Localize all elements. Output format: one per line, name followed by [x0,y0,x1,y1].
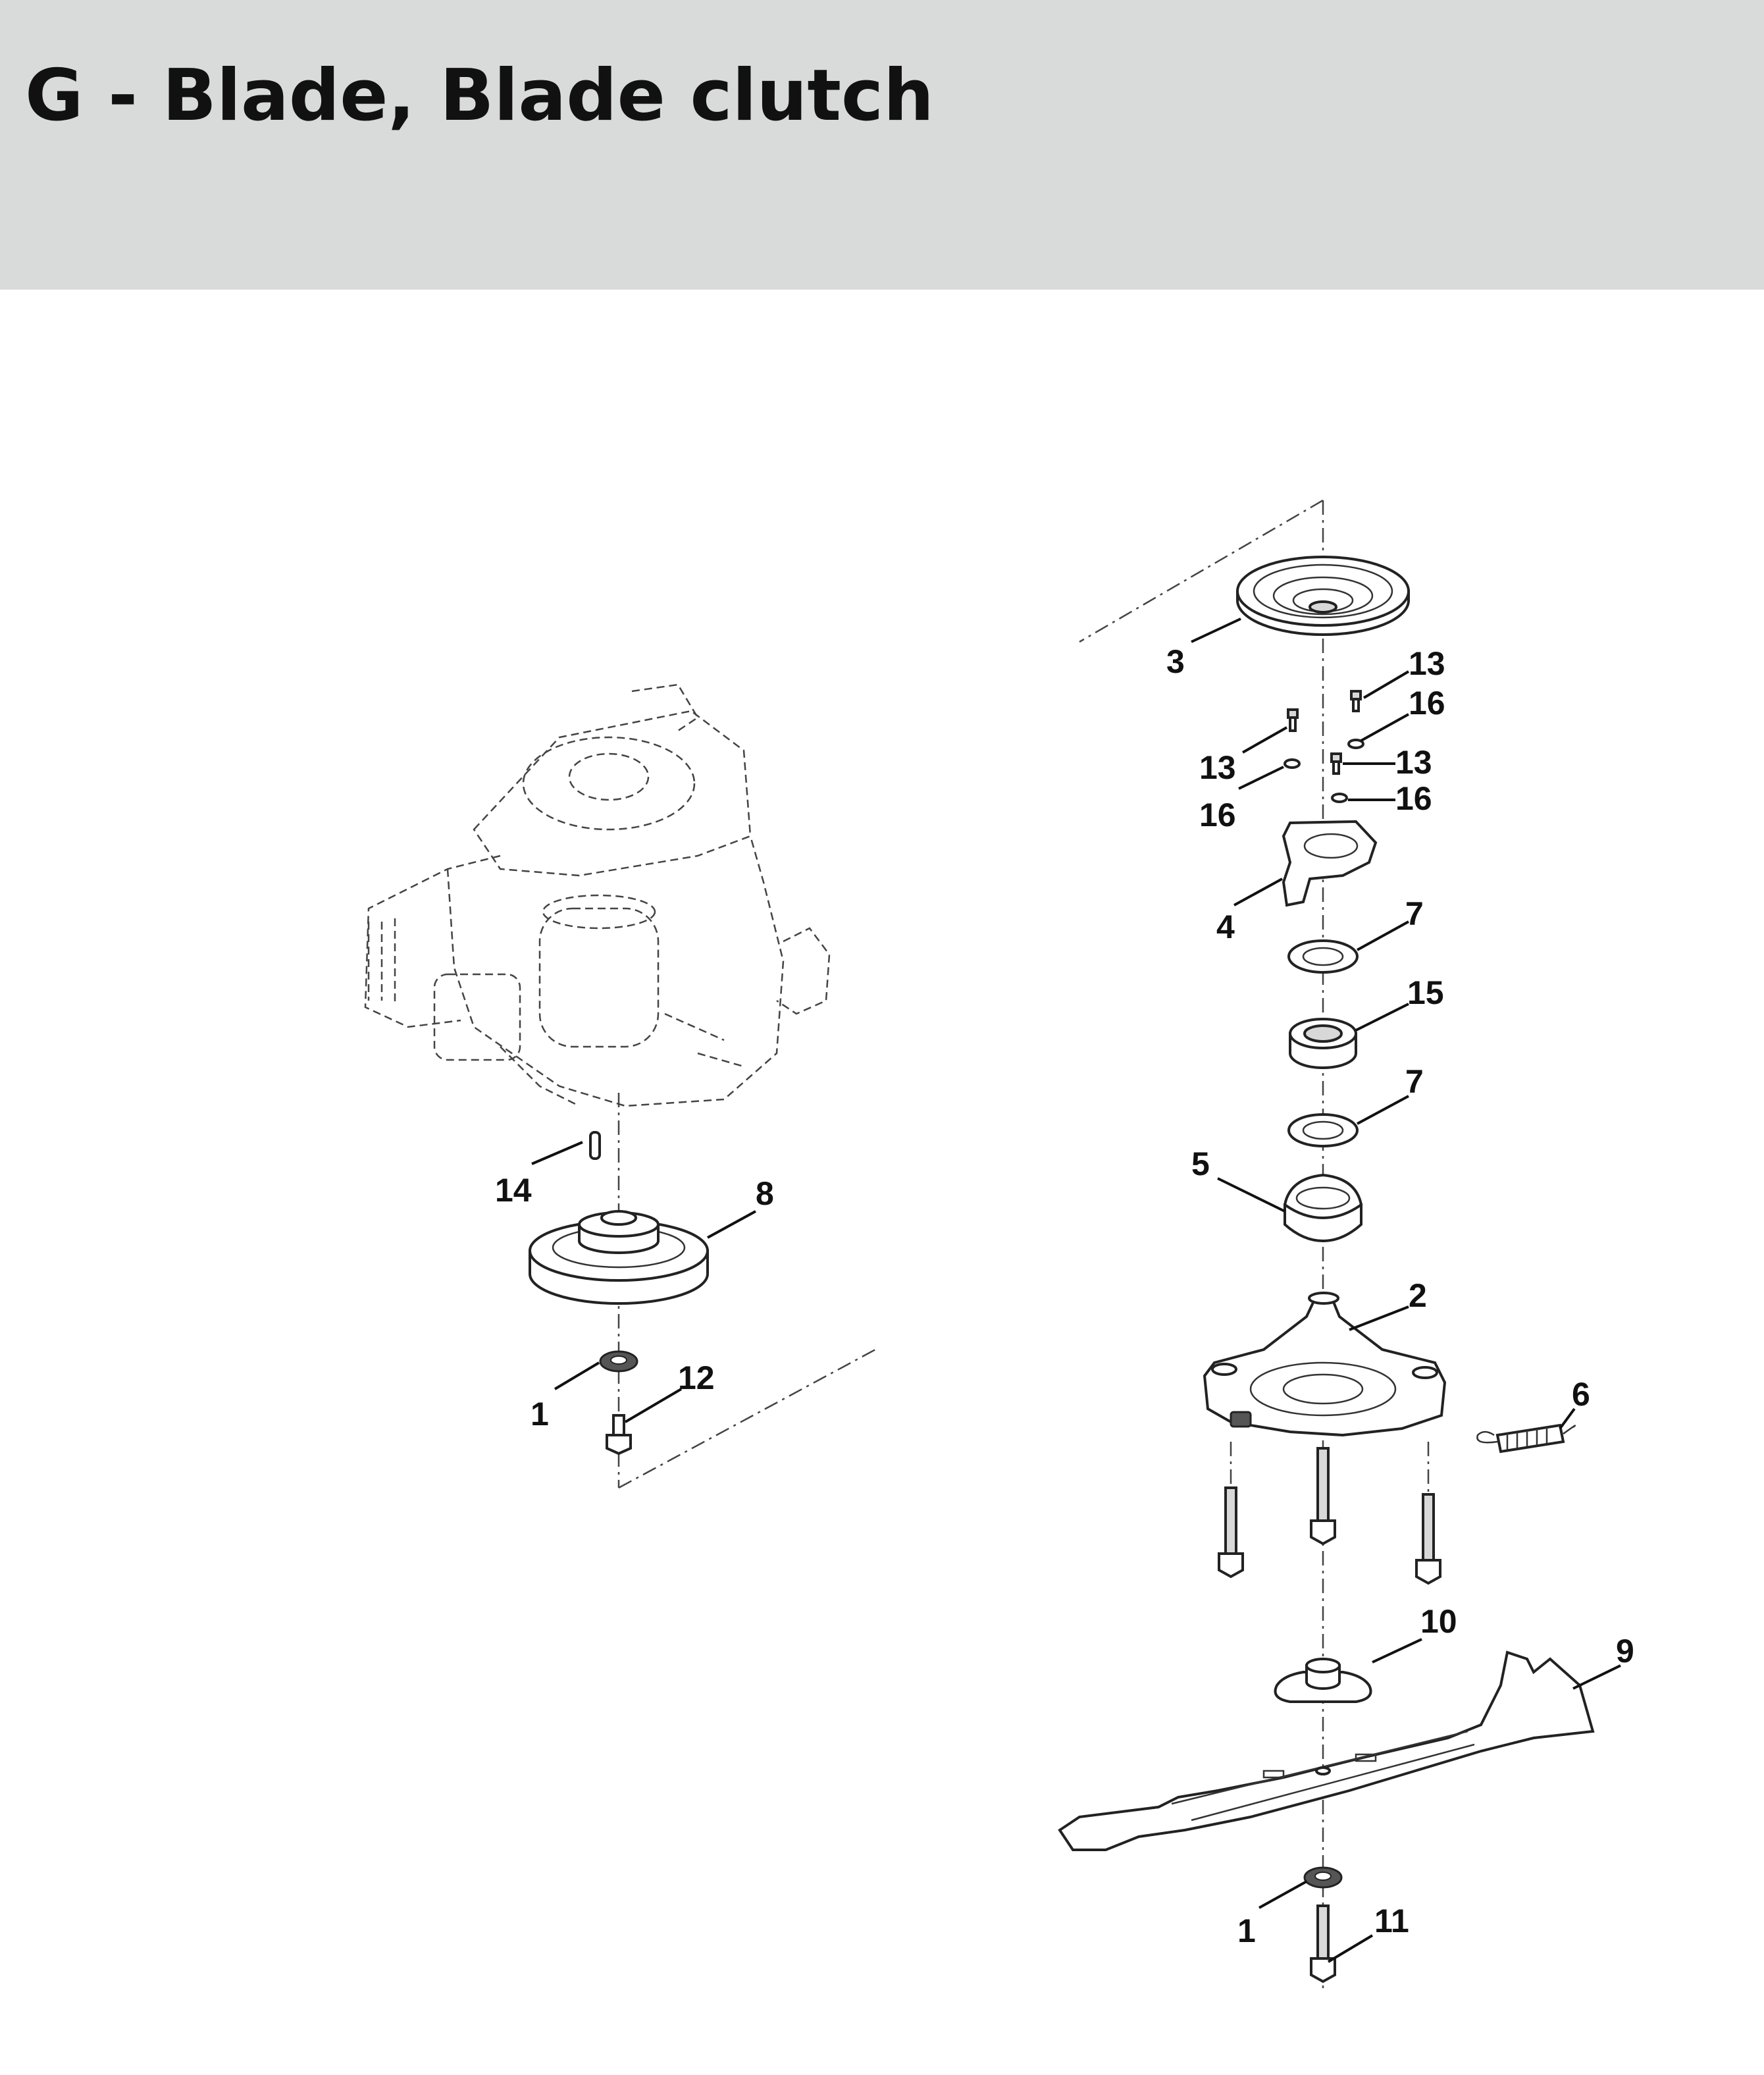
part-14-key [589,1131,601,1160]
part-9-blade [1058,1650,1595,1851]
callout-8: 8 [756,1175,774,1212]
part-7-washer-lower [1287,1113,1359,1147]
callout-12: 12 [678,1359,715,1396]
page-title: G - Blade, Blade clutch [25,55,934,137]
part-3-pulley [1236,556,1410,636]
part-4-bracket [1282,820,1378,907]
part-16-washer-right-top [1347,739,1364,749]
engine-drawing [364,683,831,1107]
part-6-spring [1476,1423,1576,1454]
callout-15: 15 [1407,974,1444,1011]
part-2-carrier [1203,1292,1447,1437]
axis-link-lower [618,1348,876,1489]
carrier-studs [1218,1447,1441,1585]
part-8-pulley [529,1210,709,1305]
callout-1a: 1 [531,1396,549,1432]
part-16-washer-right-mid [1331,793,1348,803]
part-10-adapter [1274,1658,1372,1703]
part-13-screw-right-top [1350,690,1362,712]
callout-3: 3 [1166,643,1185,680]
callout-11: 11 [1374,1903,1409,1939]
callout-14: 14 [495,1172,532,1209]
callout-1b: 1 [1237,1912,1256,1949]
leader-lines [531,617,1621,1963]
callout-9: 9 [1616,1633,1634,1669]
axis-link-upper [1079,499,1324,643]
part-7-washer-upper [1287,939,1359,974]
callout-4: 4 [1216,908,1235,945]
callout-13-left: 13 [1199,749,1236,786]
callout-2: 2 [1409,1277,1427,1314]
callout-10: 10 [1420,1603,1457,1640]
callout-13-mid: 13 [1395,744,1432,781]
callout-7-upper: 7 [1405,895,1424,932]
callout-6: 6 [1572,1376,1590,1413]
part-16-washer-left [1284,758,1301,769]
callout-16-mid: 16 [1395,780,1432,817]
callout-16-top: 16 [1409,685,1445,722]
part-5-clutch-housing [1283,1173,1363,1243]
callout-16-left: 16 [1199,797,1236,833]
part-13-screw-left [1287,708,1299,732]
part-13-screw-right-mid [1330,752,1342,775]
callout-5: 5 [1191,1145,1210,1182]
callout-13-top: 13 [1409,645,1445,682]
header-bar: G - Blade, Blade clutch [0,0,1764,290]
callout-7-lower: 7 [1405,1063,1424,1100]
part-1-washer-upper [599,1350,638,1373]
part-11-bolt [1310,1904,1336,1983]
part-12-bolt [606,1414,632,1456]
part-15-bearing [1289,1018,1357,1069]
part-1-washer-lower [1303,1866,1343,1889]
